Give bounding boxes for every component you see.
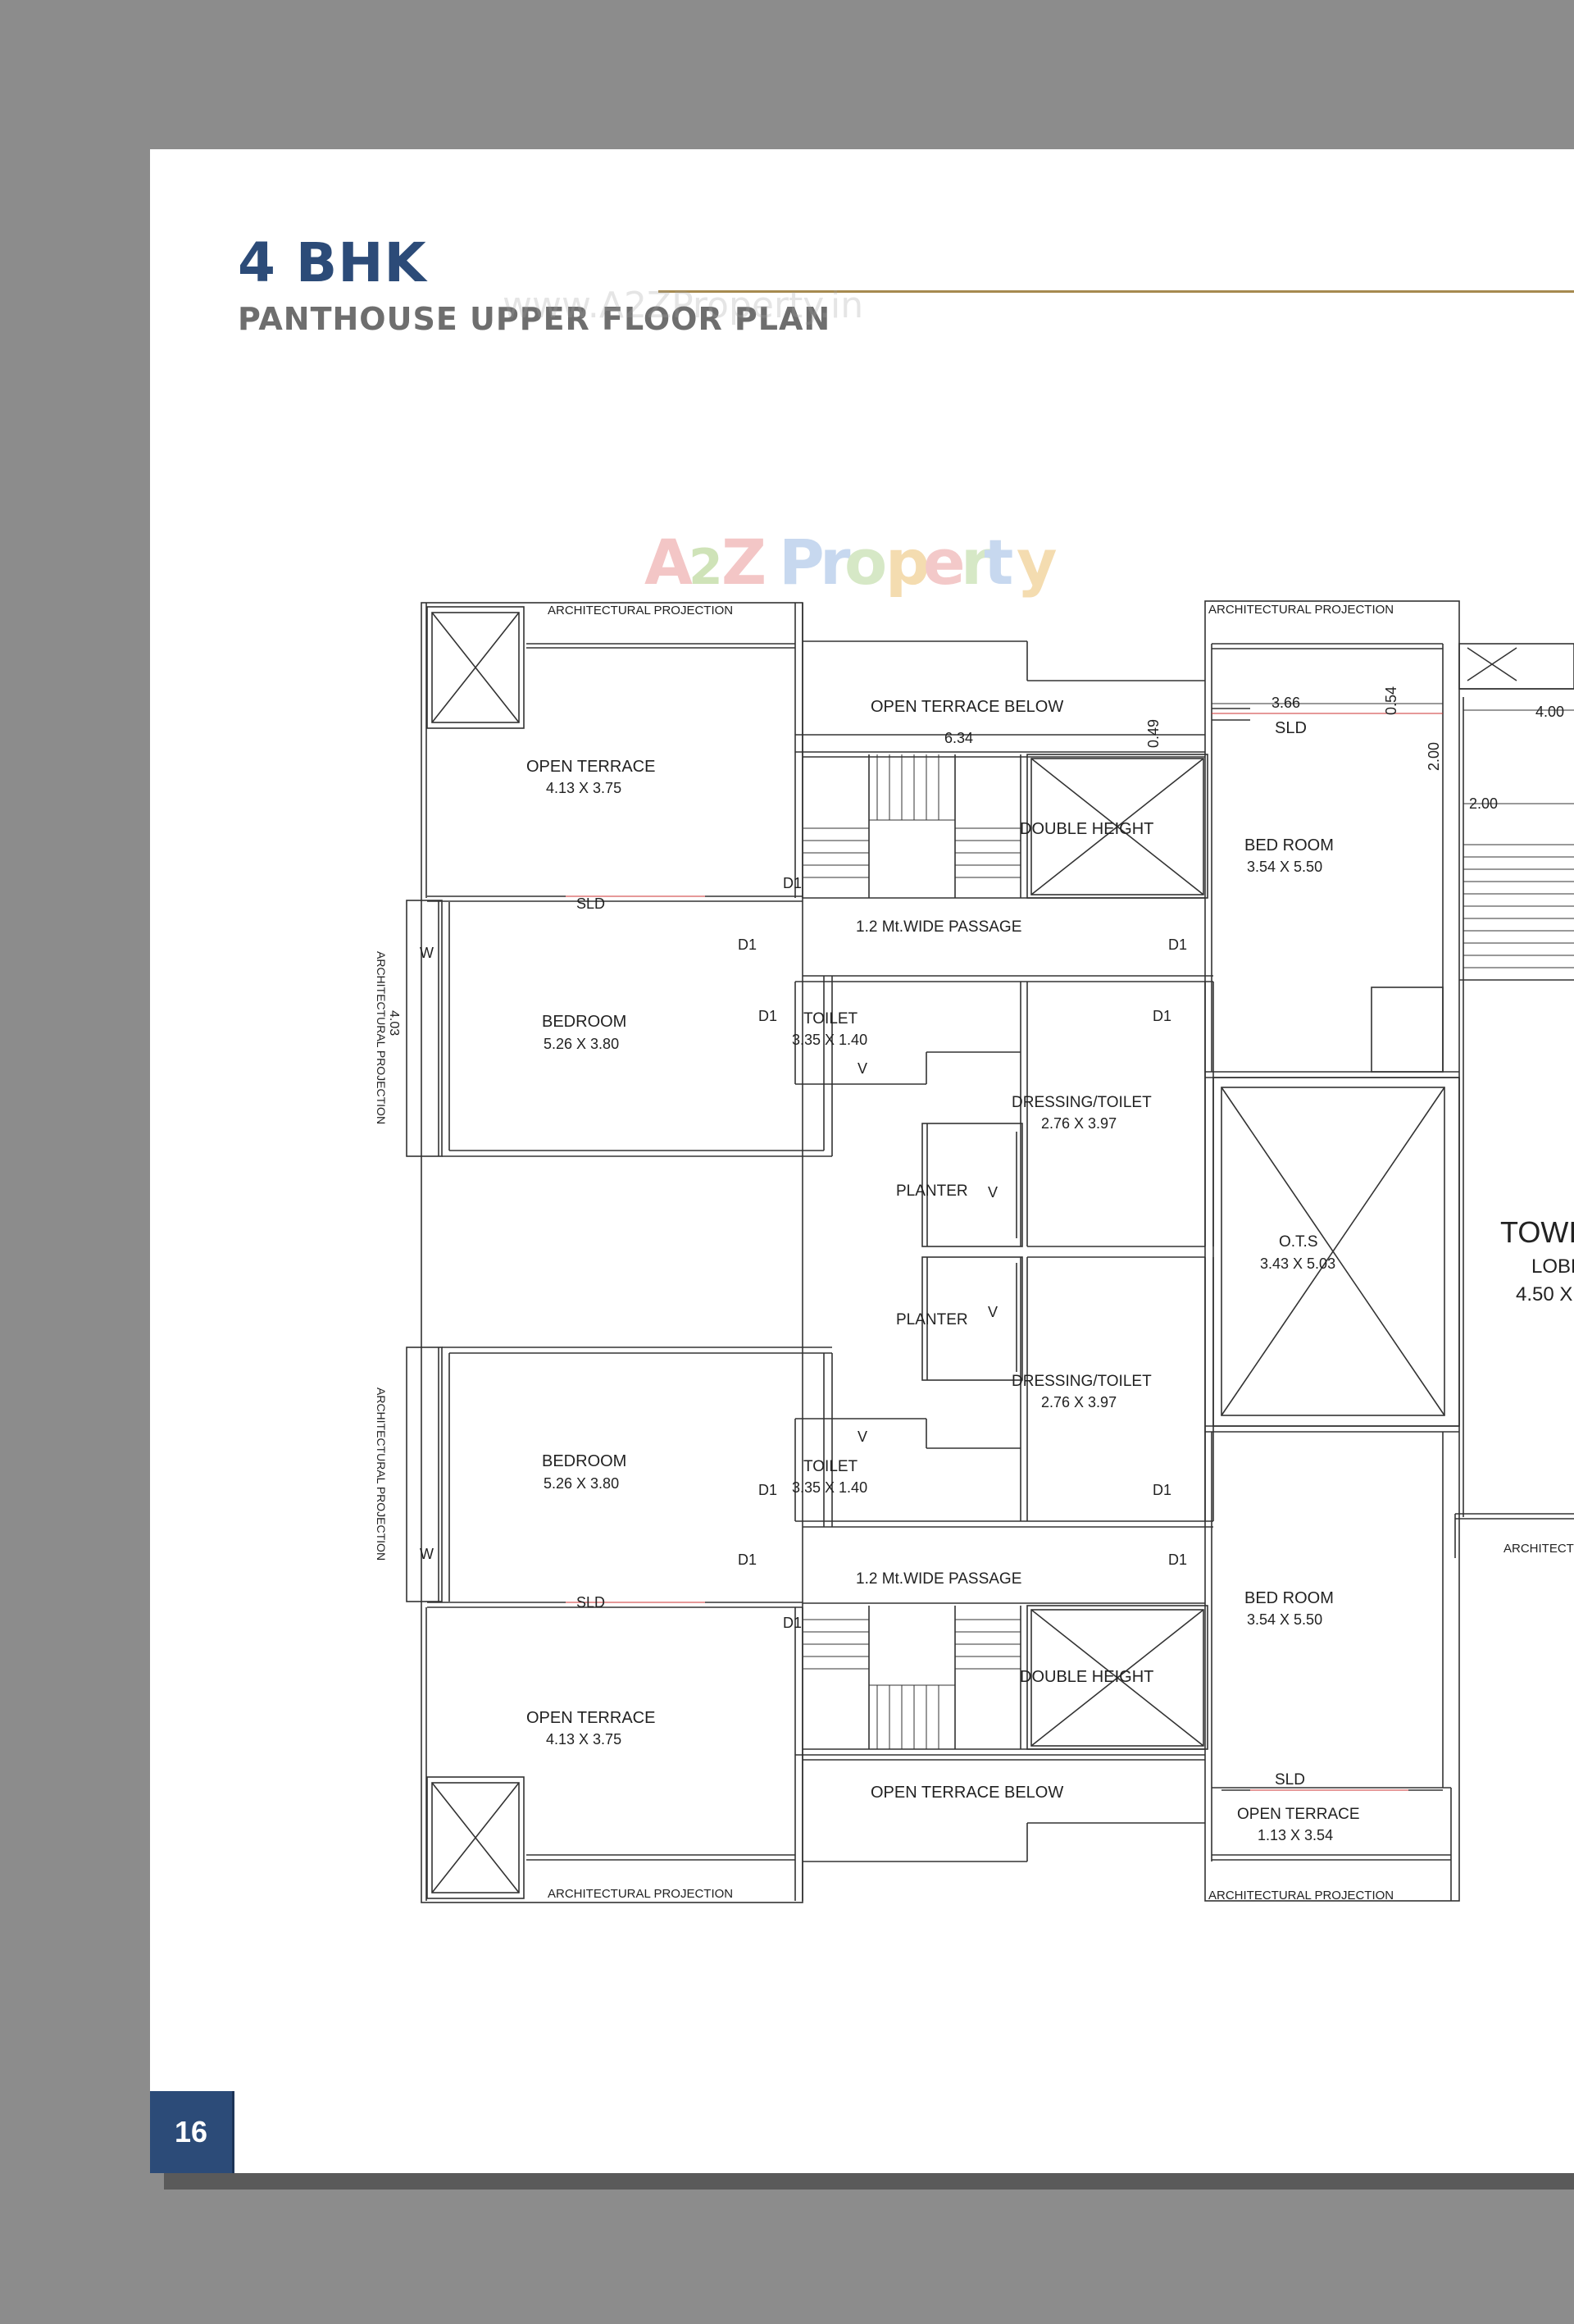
label-open-terrace-below: OPEN TERRACE BELOW <box>871 1784 1063 1802</box>
label-double-height: DOUBLE HEIGHT <box>1020 820 1153 838</box>
page-title: 4 BHK <box>238 231 427 294</box>
label-passage: 1.2 Mt.WIDE PASSAGE <box>856 1570 1021 1588</box>
label-d1: D1 <box>1168 936 1187 953</box>
room-labels: ARCHITECTURAL PROJECTION ARCHITECTURAL P… <box>375 603 1574 1902</box>
dim-2-00-b: 2.00 <box>1469 795 1498 812</box>
brochure-page: 4 BHK PANTHOUSE UPPER FLOOR PLAN www.A2Z… <box>150 149 1574 2173</box>
dim-4-03: 4.03 <box>387 1010 401 1036</box>
wall-lines <box>406 600 1574 1903</box>
label-arch-projection: ARCHITECTURAL PROJECTION <box>548 1887 733 1901</box>
page-number: 16 <box>150 2091 234 2173</box>
label-d1: D1 <box>1168 1552 1187 1568</box>
label-open-terrace: OPEN TERRACE <box>526 758 655 776</box>
label-passage: 1.2 Mt.WIDE PASSAGE <box>856 918 1021 936</box>
label-bed-room-dim: 3.54 X 5.50 <box>1247 1611 1322 1628</box>
label-ots: O.T.S <box>1279 1233 1318 1251</box>
label-d1: D1 <box>738 1552 757 1568</box>
label-d1: D1 <box>1153 1482 1171 1498</box>
label-planter: PLANTER <box>896 1183 968 1200</box>
svg-text:P: P <box>779 526 825 599</box>
label-d1: D1 <box>1153 1008 1171 1024</box>
label-tower: TOWI <box>1500 1215 1574 1249</box>
page-shadow <box>164 2173 1574 2190</box>
label-dressing-toilet: DRESSING/TOILET <box>1012 1373 1152 1390</box>
label-toilet-dim: 3.35 X 1.40 <box>792 1032 867 1048</box>
title-divider-line <box>658 290 1574 293</box>
label-sld: SLD <box>1275 719 1307 737</box>
dim-6-34: 6.34 <box>944 730 973 746</box>
dim-0-54: 0.54 <box>1383 686 1399 715</box>
label-arch-projection: ARCHITECTURAL PROJECTION <box>1208 1889 1394 1902</box>
label-dressing-toilet-dim: 2.76 X 3.97 <box>1041 1115 1117 1132</box>
svg-text:2: 2 <box>689 539 723 596</box>
label-d1: D1 <box>758 1482 777 1498</box>
label-arch-projection-vert: ARCHITECTURAL PROJECTION <box>375 951 388 1124</box>
label-bedroom-dim: 5.26 X 3.80 <box>544 1475 619 1492</box>
svg-text:e: e <box>923 526 966 599</box>
label-d1: D1 <box>783 1615 802 1631</box>
dim-0-49: 0.49 <box>1145 719 1162 748</box>
label-bed-room: BED ROOM <box>1244 1589 1334 1607</box>
svg-text:t: t <box>984 526 1013 599</box>
label-open-terrace: OPEN TERRACE <box>526 1709 655 1727</box>
label-arch-projection: ARCHITECTURAL PROJECTION <box>548 604 733 617</box>
label-bedroom: BEDROOM <box>542 1452 626 1470</box>
label-dressing-toilet-dim: 2.76 X 3.97 <box>1041 1394 1117 1410</box>
label-v: V <box>988 1304 998 1320</box>
dim-3-66: 3.66 <box>1271 695 1300 711</box>
label-bed-room-dim: 3.54 X 5.50 <box>1247 859 1322 875</box>
dim-4-00: 4.00 <box>1535 704 1564 720</box>
label-d1: D1 <box>758 1008 777 1024</box>
label-arch-projection: ARCHITECTURAL PROJECTION <box>1208 603 1394 617</box>
watermark-url: www.A2ZProperty.in <box>503 285 864 326</box>
label-ots-dim: 3.43 X 5.03 <box>1260 1255 1335 1272</box>
label-toilet-dim: 3.35 X 1.40 <box>792 1479 867 1496</box>
svg-text:o: o <box>844 526 887 599</box>
label-open-terrace-below: OPEN TERRACE BELOW <box>871 698 1063 716</box>
label-double-height: DOUBLE HEIGHT <box>1020 1668 1153 1686</box>
label-sld: SLD <box>576 1594 605 1611</box>
label-v: V <box>858 1060 867 1077</box>
label-bedroom: BEDROOM <box>542 1013 626 1031</box>
label-sld: SLD <box>1275 1771 1305 1789</box>
svg-text:A: A <box>644 526 693 599</box>
svg-text:Z: Z <box>721 526 767 599</box>
label-bed-room: BED ROOM <box>1244 836 1334 854</box>
label-lobby-dim: 4.50 X <box>1516 1283 1572 1306</box>
label-lobby: LOBE <box>1531 1255 1574 1278</box>
label-d1: D1 <box>783 875 802 891</box>
label-open-terrace-dim: 4.13 X 3.75 <box>546 780 621 796</box>
label-w: W <box>420 945 434 961</box>
svg-text:r: r <box>820 526 851 599</box>
label-d1: D1 <box>738 936 757 953</box>
watermark-logo: A 2 Z P r o p e r t y <box>644 526 1058 599</box>
svg-text:y: y <box>1017 526 1058 599</box>
label-open-terrace: OPEN TERRACE <box>1237 1806 1360 1823</box>
label-arch-projection-cut: ARCHITECTURAL P <box>1503 1542 1574 1556</box>
label-small-terrace-dim: 1.13 X 3.54 <box>1258 1827 1333 1843</box>
label-w: W <box>420 1546 434 1562</box>
svg-text:p: p <box>885 526 930 599</box>
svg-text:r: r <box>961 526 992 599</box>
label-toilet: TOILET <box>803 1458 858 1475</box>
page-subtitle: PANTHOUSE UPPER FLOOR PLAN <box>238 301 831 337</box>
label-v: V <box>988 1184 998 1201</box>
label-open-terrace-dim: 4.13 X 3.75 <box>546 1731 621 1748</box>
label-planter: PLANTER <box>896 1311 968 1328</box>
label-bedroom-dim: 5.26 X 3.80 <box>544 1036 619 1052</box>
label-dressing-toilet: DRESSING/TOILET <box>1012 1094 1152 1111</box>
label-sld: SLD <box>576 895 605 912</box>
label-v: V <box>858 1429 867 1445</box>
label-arch-projection-vert: ARCHITECTURAL PROJECTION <box>375 1388 388 1561</box>
label-toilet: TOILET <box>803 1010 858 1028</box>
dim-2-00: 2.00 <box>1426 742 1442 771</box>
